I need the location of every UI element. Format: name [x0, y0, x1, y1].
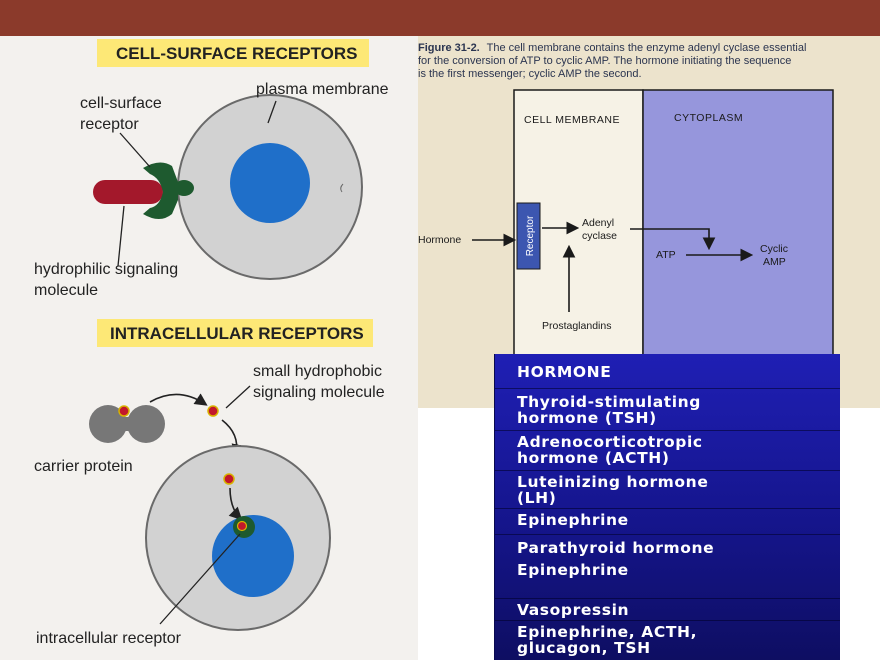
label-cell-surface-receptor-2: receptor [80, 116, 139, 133]
receptor-box [516, 202, 541, 270]
intracellular-title-highlight [97, 319, 373, 347]
hormone-row-1-line-2: hormone (TSH) [517, 409, 657, 427]
label-intracellular-receptor: intracellular receptor [36, 630, 182, 647]
hormone-row-2-line-1: Adrenocorticotropic [517, 433, 703, 451]
receptor-illustration: CELL-SURFACE RECEPTORS cell-surface rece… [0, 36, 418, 660]
lower-nucleus [212, 515, 294, 597]
amp-label: AMP [763, 256, 786, 268]
cell-membrane-label: CELL MEMBRANE [524, 114, 620, 126]
cyclic-label: Cyclic [760, 243, 788, 255]
label-carrier-protein: carrier protein [34, 458, 133, 475]
hydrophilic-signal-molecule [93, 180, 163, 204]
label-hydrophilic-2: molecule [34, 282, 98, 299]
label-hydrophilic-1: hydrophilic signaling [34, 261, 178, 278]
figure-caption-line-2: for the conversion of ATP to cyclic AMP.… [418, 55, 791, 67]
intracellular-title: INTRACELLULAR RECEPTORS [110, 324, 364, 343]
hormone-row-1-line-1: Thyroid-stimulating [517, 393, 702, 411]
label-cell-surface-receptor-1: cell-surface [80, 95, 162, 112]
label-small-hydrophobic-1: small hydrophobic [253, 363, 382, 380]
cytoplasm-label: CYTOPLASM [674, 112, 743, 124]
hormone-row-3-line-2: (LH) [517, 489, 557, 507]
hormone-table: HORMONE Thyroid-stimulating hormone (TSH… [494, 354, 840, 660]
title-bar [0, 0, 880, 36]
hormone-row-4: Epinephrine [517, 511, 629, 529]
cell-surface-title: CELL-SURFACE RECEPTORS [116, 44, 358, 63]
hormone-row-8-line-2: glucagon, TSH [517, 639, 651, 657]
cell-surface-receptor [143, 162, 178, 219]
label-plasma-membrane: plasma membrane [256, 81, 389, 98]
hormone-row-7: Vasopressin [517, 601, 630, 619]
receptor-label: Receptor [525, 215, 536, 256]
prostaglandins-label: Prostaglandins [542, 320, 611, 332]
cell-surface-title-highlight [97, 39, 369, 67]
adenyl-label: Adenyl [582, 217, 614, 229]
free-hydrophobic-molecule [207, 405, 219, 417]
figure-caption-line-3: is the first messenger; cyclic AMP the s… [418, 68, 642, 80]
upper-nucleus [230, 143, 310, 223]
hormone-table-header: HORMONE [517, 363, 612, 381]
carrier-bound-molecule [118, 405, 130, 417]
hormone-row-6: Epinephrine [517, 561, 629, 579]
hormone-label: Hormone [418, 234, 461, 246]
adenyl-cyclase-figure-svg: Figure 31-2. The cell membrane contains … [418, 42, 834, 408]
adenyl-cyclase-figure: Figure 31-2. The cell membrane contains … [418, 36, 880, 408]
cyclase-label: cyclase [582, 230, 617, 242]
hormone-row-8-line-1: Epinephrine, ACTH, [517, 623, 698, 641]
label-small-hydrophobic-2: signaling molecule [253, 384, 385, 401]
figure-caption-line-1: Figure 31-2. The cell membrane contains … [418, 42, 806, 54]
hormone-row-3-line-1: Luteinizing hormone [517, 473, 709, 491]
hormone-row-5: Parathyroid hormone [517, 539, 715, 557]
atp-label: ATP [656, 249, 676, 261]
hormone-row-2-line-2: hormone (ACTH) [517, 449, 670, 467]
receptor-illustration-svg: CELL-SURFACE RECEPTORS cell-surface rece… [34, 39, 389, 647]
